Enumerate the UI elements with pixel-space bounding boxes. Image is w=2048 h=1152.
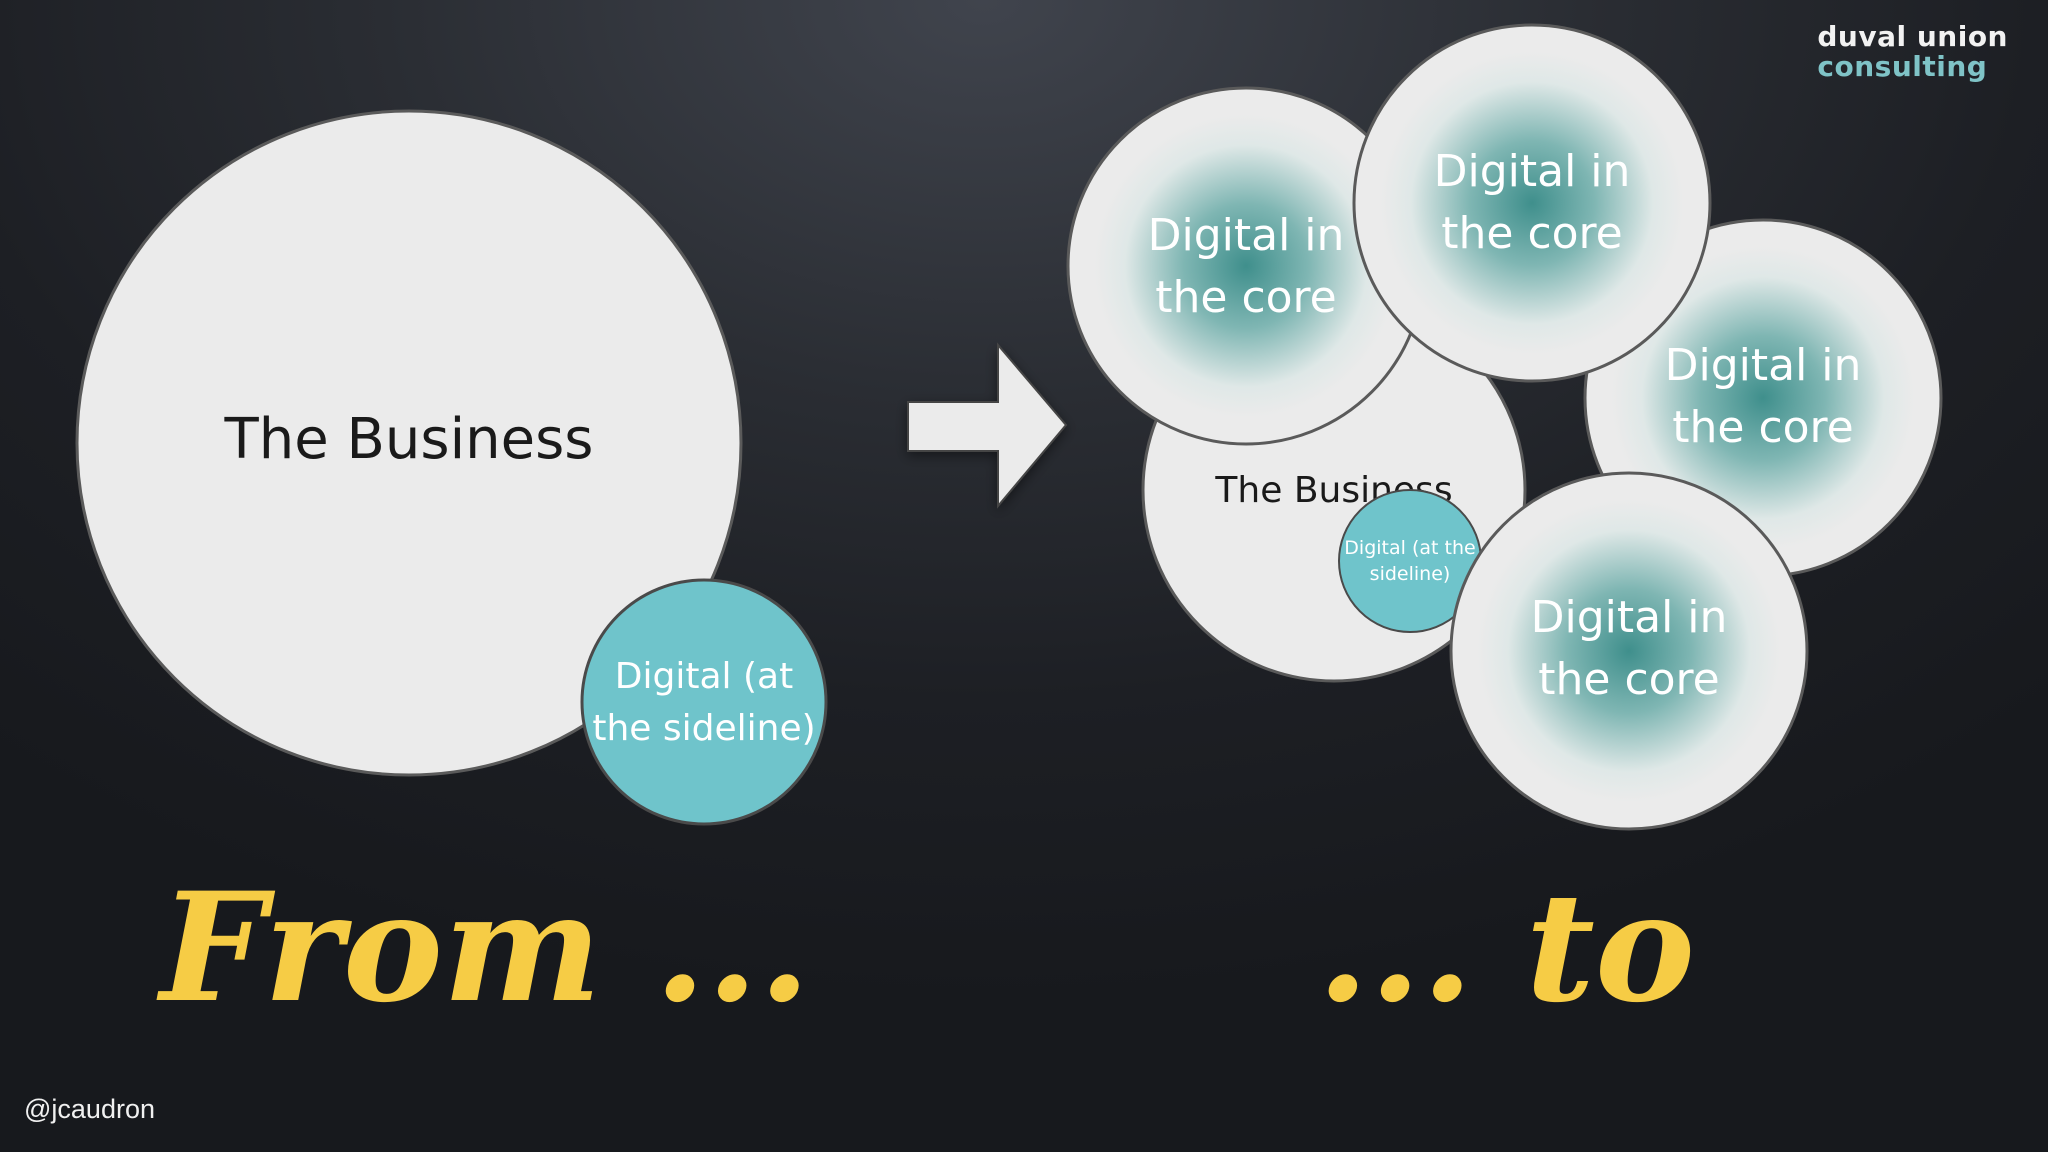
digital-core-circle-2 [1352,23,1712,383]
digital-sideline-label-line1: Digital (at [615,656,793,697]
business-label-left: The Business [224,407,594,472]
digital-sideline-label-line2: the sideline) [592,708,815,749]
core-1-line1: Digital in [1148,210,1345,261]
transition-arrow [907,342,1068,509]
core-4-line1: Digital in [1531,592,1728,643]
digital-core-circle-4 [1449,471,1809,831]
core-2-line2: the core [1441,208,1623,259]
core-4-line2: the core [1538,654,1720,705]
company-logo: duval union consulting [1817,22,2008,82]
digital-sideline-small-line2: sideline) [1370,563,1451,585]
logo-line-1: duval union [1817,20,2008,53]
business-circle-left [75,109,743,777]
author-handle: @jcaudron [24,1094,155,1124]
digital-sideline-small-line1: Digital (at the [1344,537,1475,559]
caption-from: From ... [156,860,811,1036]
core-1-line2: the core [1155,272,1337,323]
digital-sideline-circle-left [580,578,828,826]
core-2-line1: Digital in [1434,146,1631,197]
core-3-line1: Digital in [1665,340,1862,391]
caption-to: ... to [1317,860,1695,1036]
core-3-line2: the core [1672,402,1854,453]
logo-line-2: consulting [1817,50,1988,83]
